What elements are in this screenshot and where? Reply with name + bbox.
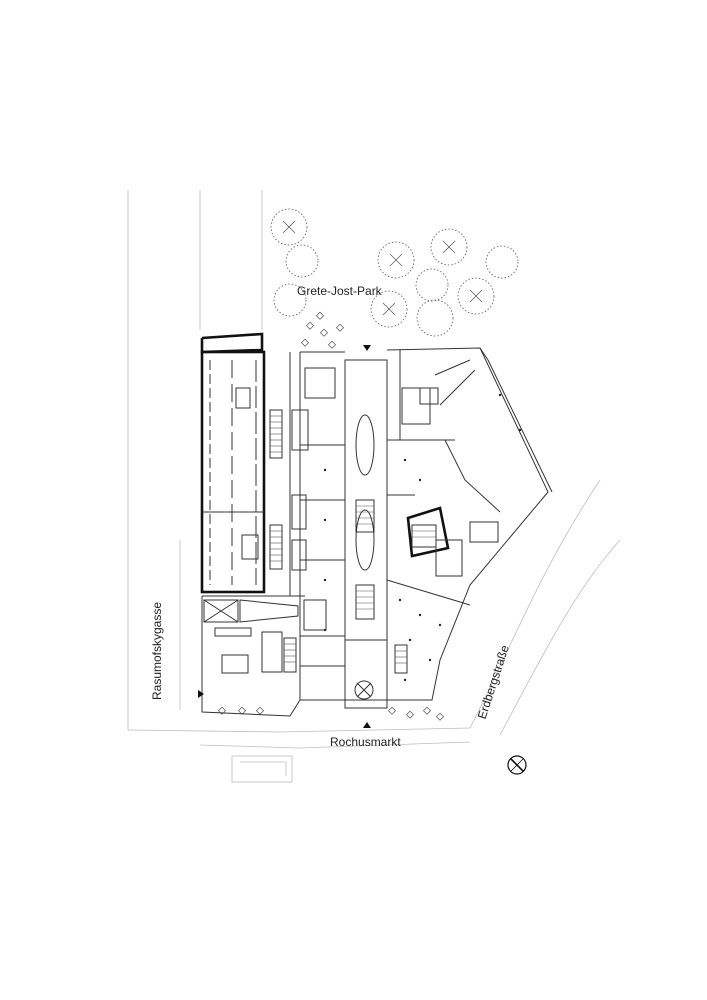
west-stairs [269, 409, 283, 570]
tree-canopy-icon [416, 299, 454, 337]
tree-canopy-icon [415, 268, 449, 302]
triangle-marker-icon [198, 690, 204, 698]
square-label: Rochusmarkt [330, 735, 401, 749]
triangle-marker-icon [363, 345, 371, 351]
street-erdbergstrasse-lines [469, 479, 621, 736]
west-hall [200, 332, 266, 594]
tree-canopy-icon [273, 283, 307, 317]
tree-canopy-icon [270, 208, 308, 246]
park-label: Grete-Jost-Park [297, 284, 382, 298]
market-hall [300, 351, 388, 709]
east-block [386, 347, 553, 701]
triangle-marker-icon [363, 722, 371, 728]
tree-canopy-icon [377, 241, 415, 279]
southwest-block [201, 595, 346, 717]
entrance-markers [198, 345, 371, 728]
tree-canopy-icon [485, 245, 519, 279]
park-trees [270, 208, 519, 337]
tree-canopy-icon [430, 228, 468, 266]
street-rochusmarkt-lines [127, 727, 471, 783]
middle-wing [289, 352, 345, 597]
outdoor-seating [217, 311, 445, 721]
tree-canopy-icon [285, 244, 319, 278]
columns [323, 393, 522, 682]
street-west-label: Rasumofskygasse [150, 601, 165, 701]
park-tree-centers [282, 220, 483, 316]
street-rasumofskygasse-lines [127, 190, 263, 730]
north-arrow-icon [507, 755, 527, 775]
tree-canopy-icon [370, 290, 408, 328]
tree-canopy-icon [457, 277, 495, 315]
